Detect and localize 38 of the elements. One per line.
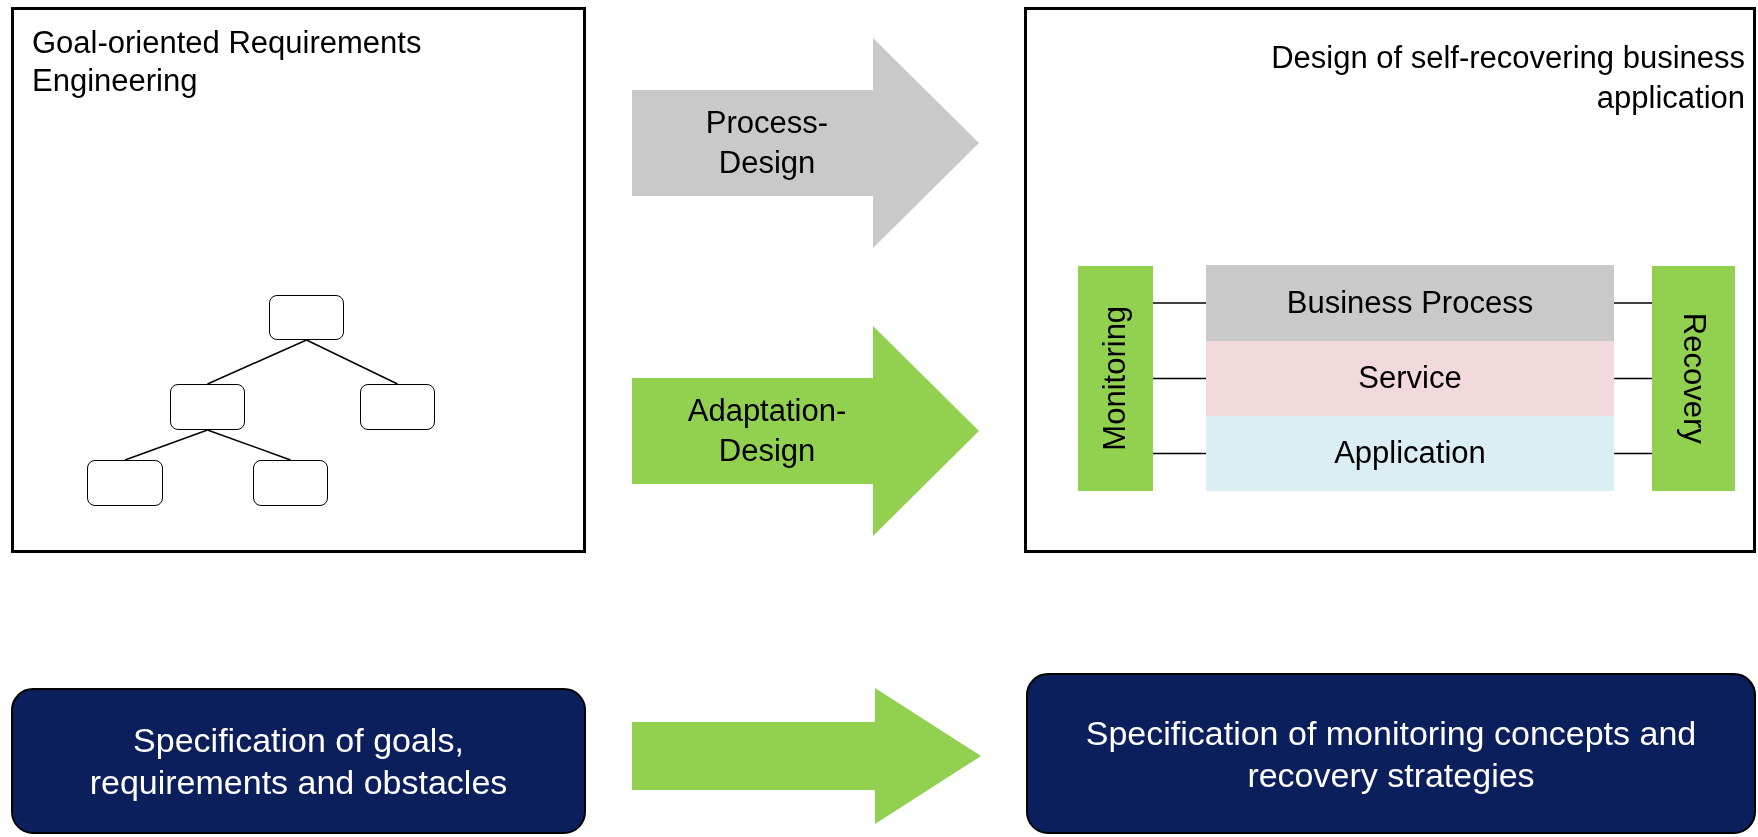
box-text: Specification of monitoring concepts and recovery strategies bbox=[1084, 712, 1698, 796]
layer-label: Application bbox=[1334, 434, 1486, 473]
layer-band bbox=[1206, 416, 1614, 491]
box-text: Specification of goals, requirements and obstacles bbox=[88, 720, 509, 803]
bar-label: Monitoring bbox=[1096, 306, 1134, 451]
empty-box bbox=[170, 384, 245, 430]
connector-line bbox=[1613, 452, 1653, 455]
side-bar bbox=[1078, 266, 1153, 491]
block-arrow bbox=[632, 38, 979, 248]
layer-label: Service bbox=[1358, 359, 1462, 398]
panel-title: Design of self-recovering business application bbox=[1270, 39, 1745, 117]
layer-band bbox=[1206, 341, 1614, 416]
connector-line bbox=[305, 339, 399, 385]
panel-title: Goal-oriented Requirements Engineering bbox=[32, 24, 423, 100]
side-bar bbox=[1652, 266, 1735, 491]
layer-label: Business Process bbox=[1286, 283, 1534, 322]
connector-line bbox=[1613, 302, 1653, 304]
edge-label: Adaptation-Design bbox=[686, 392, 848, 470]
connector-line bbox=[124, 429, 209, 461]
block-arrow bbox=[632, 688, 981, 824]
connector-line bbox=[1152, 377, 1207, 380]
empty-box bbox=[360, 384, 435, 430]
connector-line bbox=[1152, 452, 1207, 455]
layer-band bbox=[1206, 265, 1614, 341]
edge-label: Process-Design bbox=[704, 104, 830, 182]
empty-box bbox=[269, 295, 344, 340]
empty-box bbox=[87, 460, 163, 506]
rounded-box bbox=[11, 688, 586, 834]
connector-line bbox=[206, 339, 308, 385]
panel-box bbox=[11, 7, 586, 553]
block-arrow bbox=[632, 326, 979, 536]
panel-box bbox=[1024, 7, 1756, 553]
connector-line bbox=[206, 429, 292, 461]
bar-label: Recovery bbox=[1675, 313, 1713, 444]
rounded-box bbox=[1026, 673, 1756, 834]
empty-box bbox=[253, 460, 328, 506]
connector-line bbox=[1152, 302, 1207, 304]
connector-line bbox=[1613, 377, 1653, 380]
